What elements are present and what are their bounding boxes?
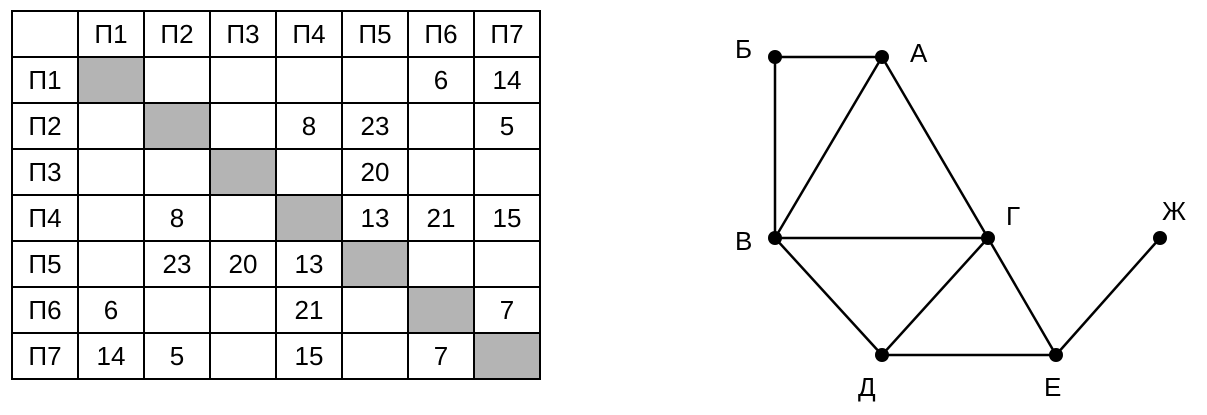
table-cell: [77, 194, 145, 242]
table-cell: 7: [473, 286, 541, 334]
table-cell: 8: [275, 102, 343, 150]
column-header: П4: [275, 10, 343, 58]
table-cell: 15: [473, 194, 541, 242]
table-cell: 13: [275, 240, 343, 288]
diagonal-cell: [275, 194, 343, 242]
table-cell: [77, 148, 145, 196]
table-cell: [341, 286, 409, 334]
table-cell: 14: [473, 56, 541, 104]
table-cell: [473, 148, 541, 196]
diagonal-cell: [407, 286, 475, 334]
table-cell: 23: [341, 102, 409, 150]
table-cell: [275, 148, 343, 196]
column-header: П2: [143, 10, 211, 58]
table-cell: [209, 332, 277, 380]
graph-edge: [986, 237, 1058, 356]
graph-edge: [774, 237, 883, 356]
table-cell: [143, 148, 211, 196]
table-cell: [209, 56, 277, 104]
column-header: П5: [341, 10, 409, 58]
corner-cell: [11, 10, 79, 58]
table-cell: [407, 240, 475, 288]
column-header: П6: [407, 10, 475, 58]
row-header: П7: [11, 332, 79, 380]
table-cell: 23: [143, 240, 211, 288]
table-cell: 6: [407, 56, 475, 104]
table-cell: [143, 286, 211, 334]
table-cell: 21: [275, 286, 343, 334]
table-cell: [341, 332, 409, 380]
node-label: Е: [1044, 372, 1061, 402]
table-cell: 14: [77, 332, 145, 380]
table-cell: 5: [473, 102, 541, 150]
table-cell: [407, 102, 475, 150]
graph-node: [1049, 348, 1063, 362]
table-cell: 6: [77, 286, 145, 334]
table-cell: 8: [143, 194, 211, 242]
node-label: В: [735, 226, 752, 256]
node-label: А: [910, 38, 928, 68]
graph-edge: [880, 56, 990, 239]
diagonal-cell: [77, 56, 145, 104]
graph-edge: [881, 237, 989, 356]
node-label: Д: [858, 372, 876, 402]
table-cell: 15: [275, 332, 343, 380]
graph-node: [875, 50, 889, 64]
table-cell: [341, 56, 409, 104]
graph-edge: [1055, 237, 1161, 356]
table-cell: 13: [341, 194, 409, 242]
column-header: П7: [473, 10, 541, 58]
graph-node: [768, 231, 782, 245]
table-cell: 20: [209, 240, 277, 288]
node-label: Г: [1006, 201, 1020, 231]
diagonal-cell: [209, 148, 277, 196]
diagonal-cell: [473, 332, 541, 380]
table-cell: [209, 102, 277, 150]
row-header: П5: [11, 240, 79, 288]
column-header: П1: [77, 10, 145, 58]
table-cell: [143, 56, 211, 104]
table-cell: 21: [407, 194, 475, 242]
table-cell: [407, 148, 475, 196]
table-cell: [275, 56, 343, 104]
row-header: П6: [11, 286, 79, 334]
table-row: П3 20: [11, 148, 541, 196]
graph-edge: [773, 56, 884, 239]
diagonal-cell: [143, 102, 211, 150]
node-label: Б: [735, 34, 752, 64]
row-header: П1: [11, 56, 79, 104]
table-cell: 5: [143, 332, 211, 380]
graph-node: [1153, 231, 1167, 245]
row-header: П3: [11, 148, 79, 196]
table-cell: [209, 286, 277, 334]
table-cell: 20: [341, 148, 409, 196]
table-cell: 7: [407, 332, 475, 380]
table-cell: [473, 240, 541, 288]
table-cell: [209, 194, 277, 242]
row-header: П4: [11, 194, 79, 242]
node-label: Ж: [1162, 196, 1186, 226]
row-header: П2: [11, 102, 79, 150]
column-header: П3: [209, 10, 277, 58]
graph-node: [768, 50, 782, 64]
table-cell: [77, 240, 145, 288]
diagonal-cell: [341, 240, 409, 288]
graph-node: [875, 348, 889, 362]
graph-node: [981, 231, 995, 245]
table-cell: [77, 102, 145, 150]
